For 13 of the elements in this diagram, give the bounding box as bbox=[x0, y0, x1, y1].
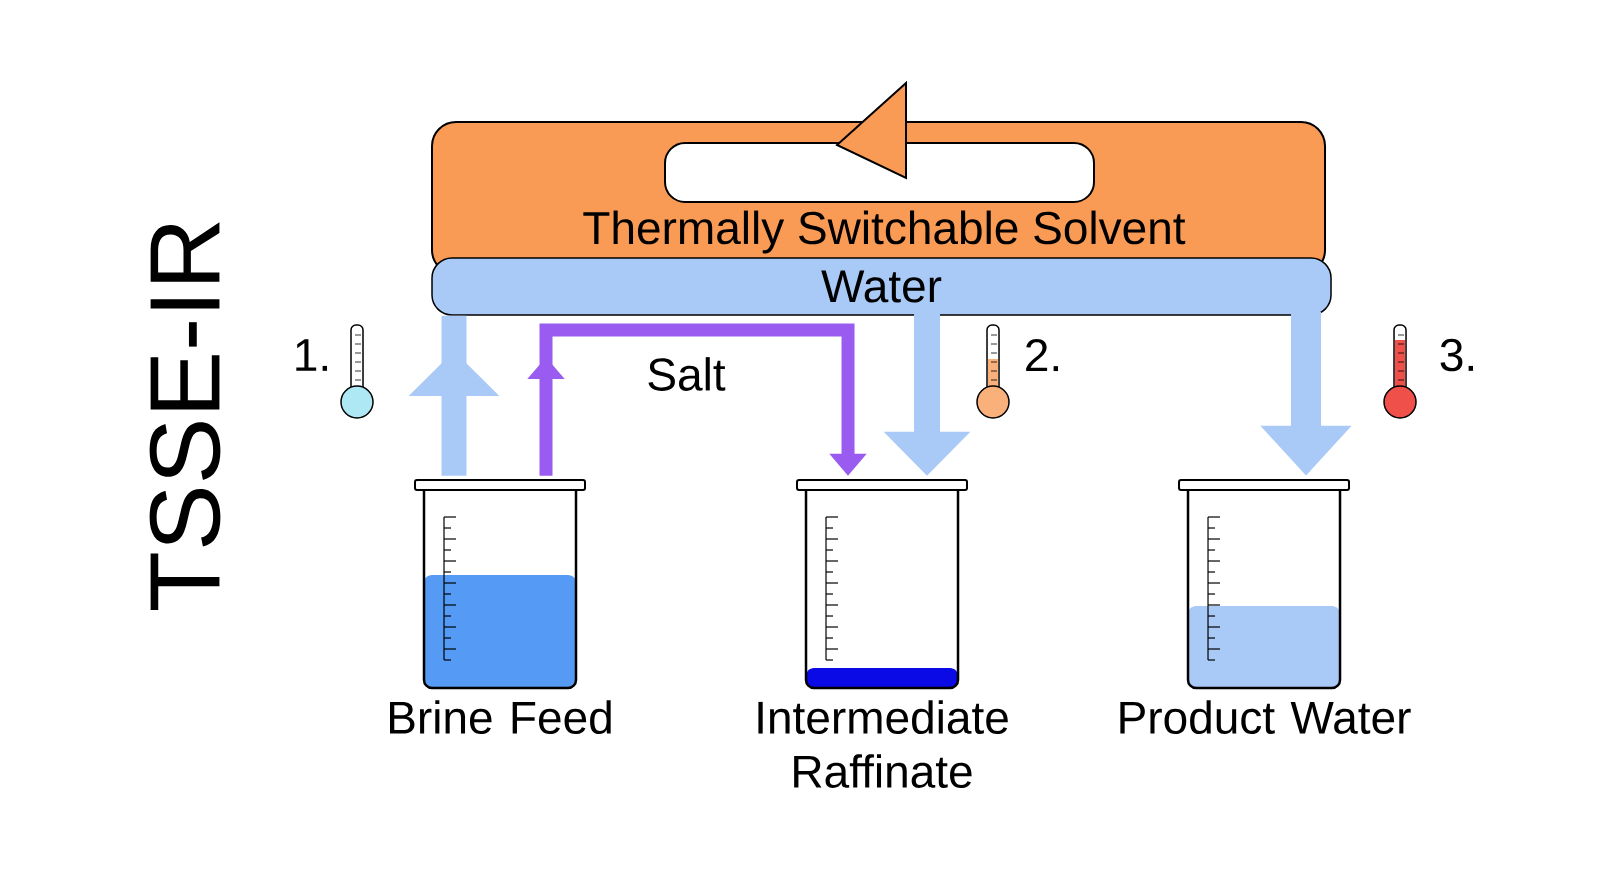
step-number: 2. bbox=[1026, 338, 1058, 372]
title: TSSE-IR bbox=[149, 222, 221, 610]
beaker-label: Brine Feed bbox=[390, 700, 611, 734]
arrow bbox=[527, 323, 867, 476]
edge-label: Salt bbox=[648, 357, 726, 391]
beaker-drawing bbox=[1178, 479, 1350, 690]
step-number: 1. bbox=[296, 339, 327, 371]
beaker-label: Intermediate Raffinate bbox=[758, 700, 1008, 788]
water-band: Water bbox=[431, 257, 1332, 316]
beaker-drawing bbox=[414, 479, 586, 690]
beaker-drawing bbox=[796, 479, 968, 690]
beaker-label: Product Water bbox=[1120, 700, 1411, 734]
step-number: 3. bbox=[1440, 338, 1473, 372]
